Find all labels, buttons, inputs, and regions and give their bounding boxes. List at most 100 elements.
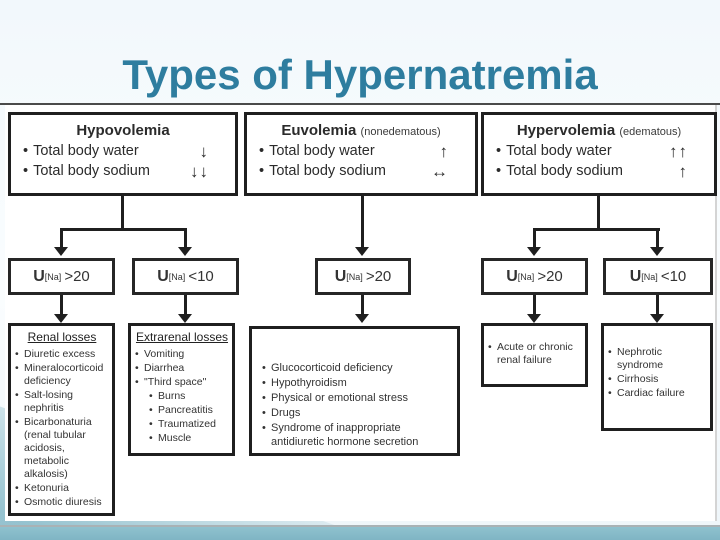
down-arrow-icon: ↓ (199, 142, 209, 161)
connector-line (533, 228, 536, 248)
slide-title: Types of Hypernatremia (122, 51, 598, 98)
row-label: Total body sodium (33, 163, 150, 179)
connector-line (60, 228, 63, 248)
row-label: Total body water (506, 143, 612, 159)
box-heading: Hypervolemia (516, 122, 616, 139)
total-body-sodium-row: • Total body sodium ↓↓ (11, 161, 235, 181)
euvolemia-causes-list: Glucocorticoid deficiency Hypothyroidism… (262, 361, 454, 449)
extrarenal-losses-heading: Extrarenal losses (135, 330, 229, 344)
na-subscript: [Na] (517, 271, 535, 282)
list-item: Diarrhea (135, 362, 229, 375)
left-right-arrow-icon: ↔ (431, 162, 449, 181)
connector-line (597, 196, 600, 229)
list-item: Hypothyroidism (262, 376, 454, 390)
row-label: Total body water (269, 143, 375, 159)
total-body-water-row: • Total body water ↓ (11, 141, 235, 161)
total-body-water-row: • Total body water ↑↑ (484, 141, 714, 161)
arrowhead-icon (527, 247, 541, 256)
bullet: • (23, 163, 29, 179)
box-heading: Euvolemia (281, 122, 357, 139)
list-item: Drugs (262, 406, 454, 420)
u-symbol: U (629, 267, 642, 285)
list-item: Diuretic excess (15, 348, 109, 361)
hypovolemia-heading: Hypovolemia (11, 115, 235, 141)
list-item: Cardiac failure (608, 387, 707, 400)
list-item: Acute or chronic renal failure (488, 341, 582, 367)
u-value: <10 (660, 268, 687, 285)
up-arrow-icon: ↑ (439, 142, 449, 161)
extrarenal-losses-list: Vomiting Diarrhea "Third space" Burns Pa… (135, 348, 229, 445)
edematous-causes-list: Nephrotic syndrome Cirrhosis Cardiac fai… (608, 346, 707, 400)
total-body-sodium-row: • Total body sodium ↑ (484, 161, 714, 181)
edematous-causes-box: Nephrotic syndrome Cirrhosis Cardiac fai… (601, 323, 713, 431)
footer-bar (0, 527, 720, 540)
up-arrow-icon: ↑ (678, 162, 688, 181)
list-item: Mineralocorticoid deficiency (15, 362, 109, 388)
list-item: Ketonuria (15, 482, 109, 495)
list-item: Bicarbonaturia (renal tubular acidosis, … (15, 416, 109, 481)
list-item: Vomiting (135, 348, 229, 361)
row-label: Total body sodium (269, 163, 386, 179)
hypervolemia-heading: Hypervolemia (edematous) (484, 115, 714, 141)
arrowhead-icon (355, 247, 369, 256)
list-subitem: Muscle (135, 432, 229, 445)
bullet: • (259, 163, 265, 179)
bullet: • (496, 143, 502, 159)
u-value: <10 (188, 268, 214, 285)
u-symbol: U (334, 267, 347, 285)
list-item: "Third space" (135, 376, 229, 389)
list-item: Syndrome of inappropriate antidiuretic h… (262, 421, 454, 449)
connector-line (361, 196, 364, 248)
urine-sodium-box-2: U[Na]<10 (132, 258, 239, 295)
list-item: Glucocorticoid deficiency (262, 361, 454, 375)
connector-line (533, 294, 536, 315)
bullet: • (23, 143, 29, 159)
list-item: Osmotic diuresis (15, 496, 109, 509)
box-qualifier: (edematous) (619, 126, 682, 138)
urine-sodium-box-4: U[Na]>20 (481, 258, 588, 295)
row-label: Total body water (33, 143, 139, 159)
u-symbol: U (157, 267, 169, 285)
euvolemia-causes-box: Glucocorticoid deficiency Hypothyroidism… (249, 326, 460, 456)
na-subscript: [Na] (168, 271, 186, 282)
total-body-sodium-row: • Total body sodium ↔ (247, 161, 475, 181)
u-value: >20 (537, 268, 563, 285)
na-subscript: [Na] (641, 271, 658, 282)
connector-line (533, 228, 660, 231)
hypervolemia-box: Hypervolemia (edematous) • Total body wa… (481, 112, 717, 196)
row-label: Total body sodium (506, 163, 623, 179)
connector-line (656, 294, 659, 315)
list-item: Physical or emotional stress (262, 391, 454, 405)
euvolemia-box: Euvolemia (nonedematous) • Total body wa… (244, 112, 478, 196)
arrowhead-icon (178, 247, 192, 256)
box-heading: Hypovolemia (76, 122, 170, 139)
list-subitem: Traumatized (135, 418, 229, 431)
box-qualifier: (nonedematous) (360, 126, 441, 138)
connector-line (184, 294, 187, 315)
arrowhead-icon (178, 314, 192, 323)
arrowhead-icon (527, 314, 541, 323)
u-symbol: U (33, 267, 45, 285)
euvolemia-heading: Euvolemia (nonedematous) (247, 115, 475, 141)
connector-line (184, 228, 187, 248)
double-down-arrow-icon: ↓↓ (190, 162, 209, 181)
list-subitem: Pancreatitis (135, 404, 229, 417)
double-up-arrow-icon: ↑↑ (669, 142, 688, 161)
footer-divider (0, 525, 720, 527)
renal-failure-list: Acute or chronic renal failure (488, 341, 582, 367)
urine-sodium-box-1: U[Na]>20 (8, 258, 115, 295)
na-subscript: [Na] (44, 271, 62, 282)
connector-line (121, 196, 124, 229)
list-item: Nephrotic syndrome (608, 346, 707, 372)
urine-sodium-box-3: U[Na]>20 (315, 258, 411, 295)
arrowhead-icon (650, 314, 664, 323)
u-value: >20 (64, 268, 90, 285)
total-body-water-row: • Total body water ↑ (247, 141, 475, 161)
urine-sodium-box-5: U[Na]<10 (603, 258, 713, 295)
list-subitem: Burns (135, 390, 229, 403)
connector-line (60, 228, 187, 231)
na-subscript: [Na] (346, 271, 363, 282)
u-symbol: U (506, 267, 518, 285)
arrowhead-icon (54, 314, 68, 323)
renal-losses-list: Diuretic excess Mineralocorticoid defici… (15, 348, 109, 509)
